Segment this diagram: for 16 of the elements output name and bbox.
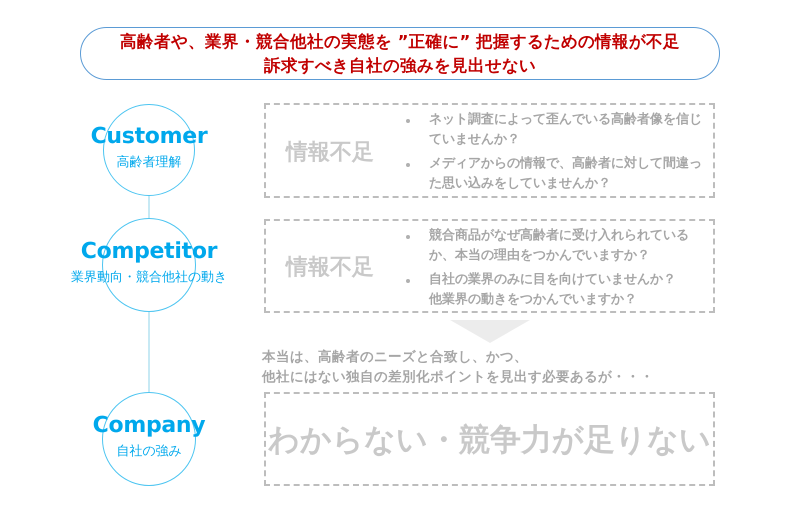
connector-line [148, 312, 150, 392]
dashed-panel [264, 392, 715, 486]
bullet-text: 競合商品がなぜ高齢者に受け入れられているか、本当の理由をつかんでいますか？ [429, 226, 690, 265]
bullet-text: 自社の業界のみに目を向けていませんか？他業界の動きをつかんでいますか？ [429, 271, 677, 309]
category-subtitle: 自社の強み [116, 443, 182, 460]
bullet-text: ネット調査によって歪んでいる高齢者像を信じていませんか？ [429, 110, 703, 149]
rounded-banner [80, 27, 720, 80]
bullet-text: メディアからの情報で、高齢者に対して間違った思い込みをしていませんか？ [429, 154, 703, 193]
note-text: 本当は、高齢者のニーズと合致し、かつ、 [262, 348, 528, 367]
note-text: 他社にはない独自の差別化ポイントを見出す必要あるが・・・ [262, 368, 654, 387]
dashed-panel [264, 219, 715, 313]
banner-text: 高齢者や、業界・競合他社の実態を ”正確に” 把握するための情報が不足 [118, 31, 682, 53]
connector-line [148, 196, 150, 218]
category-subtitle: 高齢者理解 [116, 154, 182, 171]
dashed-panel [264, 103, 715, 198]
banner-text: 訴求すべき自社の強みを見出せない [262, 55, 537, 77]
